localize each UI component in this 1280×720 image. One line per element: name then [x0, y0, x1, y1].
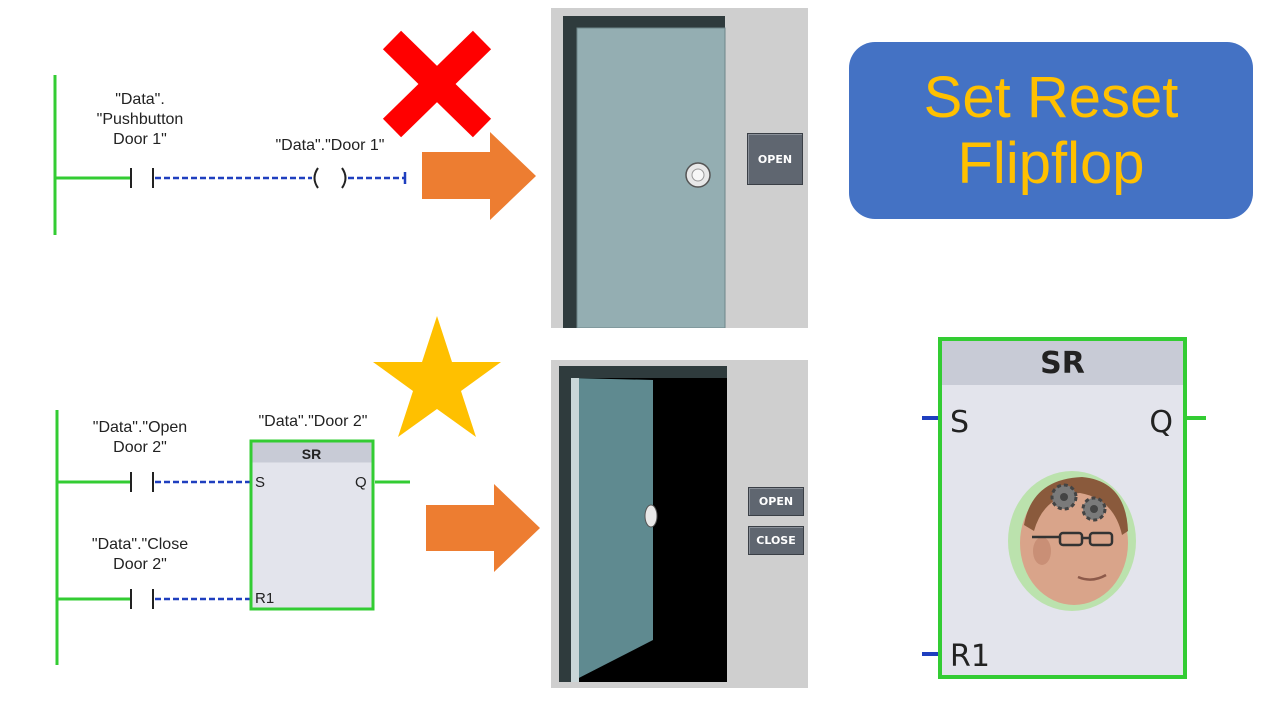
hmi-2-close-button[interactable]: CLOSE	[748, 526, 804, 555]
hmi-1-open-button[interactable]: OPEN	[747, 133, 803, 185]
sr-block-large-pin-q: Q	[1149, 405, 1173, 440]
sr-block-small-pin-r1: R1	[255, 590, 275, 607]
label-open-door-2: "Data"."Open Door 2"	[92, 419, 188, 456]
title-line-2: Flipflop	[957, 130, 1145, 196]
sr-block-small-title: SR	[301, 446, 322, 462]
hmi-panel-door-1: OPEN	[551, 8, 808, 328]
big-sr-pins	[922, 416, 1206, 656]
open-door-graphic	[559, 366, 727, 682]
sr-block-large-title: SR	[942, 341, 1183, 385]
title-box: Set Reset Flipflop	[849, 42, 1253, 219]
no-contact-open-door-2[interactable]	[130, 472, 154, 492]
coil-door-1[interactable]	[313, 167, 347, 189]
sr-block-small-pin-q: Q	[355, 474, 367, 491]
no-contact-close-door-2[interactable]	[130, 589, 154, 609]
sr-block-large-pin-r1: R1	[950, 639, 990, 674]
hmi-panel-door-2: OPEN CLOSE	[551, 360, 808, 688]
sr-block-large-pin-s: S	[950, 405, 970, 440]
thinking-face-with-gears-icon	[1008, 471, 1136, 611]
coil-label-door-1: "Data"."Door 1"	[275, 137, 385, 154]
sr-block-small-pin-s: S	[255, 474, 266, 491]
closed-door-graphic	[563, 16, 726, 328]
orange-arrow-2	[426, 484, 540, 572]
sr-block-label-door-2: "Data"."Door 2"	[258, 413, 368, 430]
label-close-door-2: "Data"."Close Door 2"	[91, 536, 189, 573]
rung-1-diagram	[53, 30, 536, 235]
hmi-2-open-button[interactable]: OPEN	[748, 487, 804, 516]
star-icon	[373, 316, 501, 437]
no-contact-pushbutton-door-1[interactable]	[130, 168, 154, 188]
contact-label-pushbutton: "Data". "Pushbutton Door 1"	[96, 91, 184, 148]
red-cross-icon	[382, 30, 492, 138]
door-knob-icon	[644, 504, 658, 528]
sr-block-large: SR S Q R1	[938, 337, 1187, 679]
rung-2-diagram	[55, 316, 540, 665]
orange-arrow-1	[422, 132, 536, 220]
title-line-1: Set Reset	[923, 64, 1179, 130]
sr-block-small[interactable]	[249, 439, 375, 611]
